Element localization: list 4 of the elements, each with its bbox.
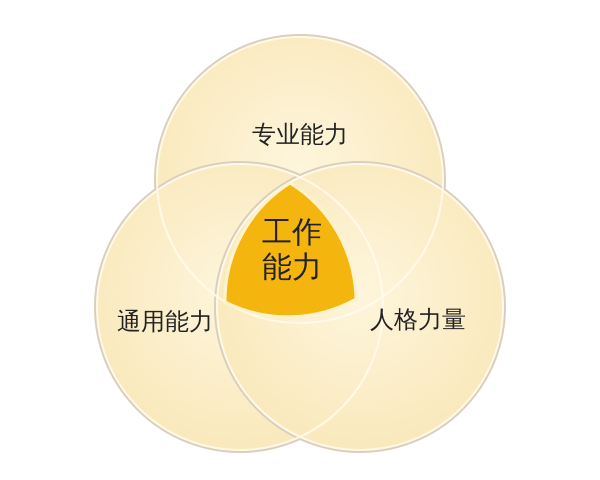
set-label: 通用能力 bbox=[117, 308, 213, 336]
set-label: 专业能力 bbox=[252, 120, 348, 150]
overlap-label: 工作能力 bbox=[261, 216, 323, 285]
set-label: 人格力量 bbox=[370, 306, 466, 334]
